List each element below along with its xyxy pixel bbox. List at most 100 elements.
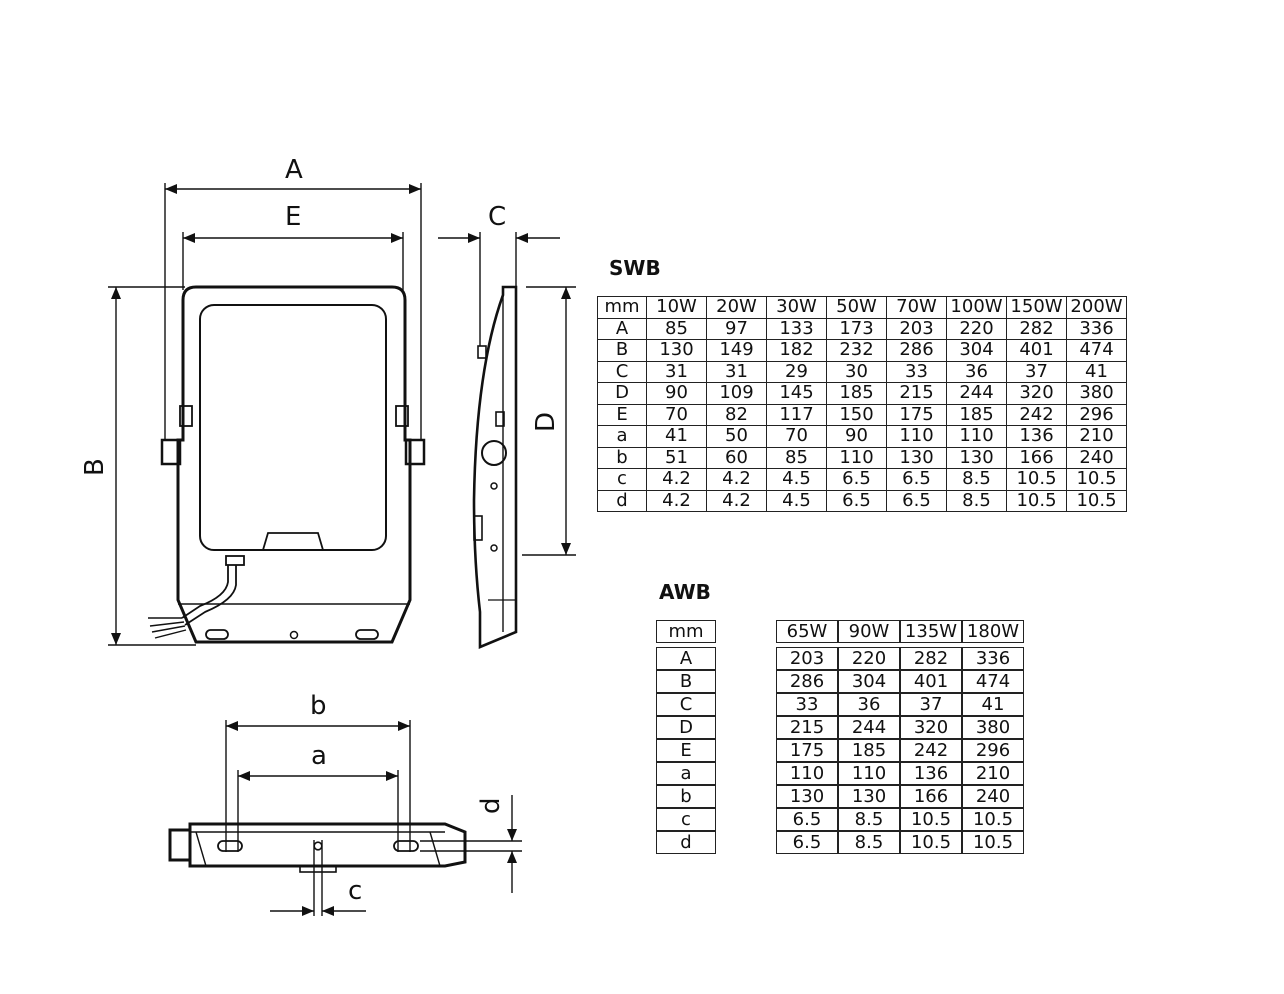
awb-row-label: E <box>656 739 716 762</box>
swb-value-cell: 244 <box>946 382 1007 405</box>
dim-label-C: C <box>488 202 506 232</box>
swb-value-cell: 4.2 <box>646 468 707 491</box>
swb-value-cell: 90 <box>646 382 707 405</box>
awb-value-cell: 242 <box>900 739 962 762</box>
awb-row-label: C <box>656 693 716 716</box>
right-clip <box>395 405 409 427</box>
swb-value-cell: 130 <box>946 446 1007 469</box>
bracket-hole <box>289 630 299 640</box>
swb-value-cell: 133 <box>766 317 827 340</box>
swb-value-cell: 4.2 <box>706 489 767 512</box>
swb-value-cell: 117 <box>766 403 827 426</box>
side-pivot <box>481 440 507 466</box>
awb-header-cell: 65W <box>776 620 838 643</box>
awb-value-cell: 320 <box>900 716 962 739</box>
awb-value-cell: 304 <box>838 670 900 693</box>
awb-value-cell: 244 <box>838 716 900 739</box>
side-hole-2 <box>490 544 498 552</box>
cable <box>184 565 237 626</box>
swb-row-label: A <box>597 317 647 340</box>
awb-value-cell: 336 <box>962 647 1024 670</box>
side-clip-top <box>477 345 487 359</box>
swb-value-cell: 8.5 <box>946 468 1007 491</box>
dim-label-D: D <box>531 412 561 432</box>
swb-header-cell: 20W <box>706 296 767 319</box>
swb-value-cell: 149 <box>706 339 767 362</box>
swb-value-cell: 4.5 <box>766 468 827 491</box>
awb-value-cell: 130 <box>838 785 900 808</box>
bottom-slot-right <box>393 840 419 852</box>
cable-2 <box>181 565 229 619</box>
bottom-view <box>168 822 467 873</box>
awb-header-cell: 90W <box>838 620 900 643</box>
awb-value-cell: 286 <box>776 670 838 693</box>
swb-value-cell: 182 <box>766 339 827 362</box>
awb-row-label: D <box>656 716 716 739</box>
awb-header-cell: mm <box>656 620 716 643</box>
swb-value-cell: 474 <box>1066 339 1127 362</box>
swb-row-label: C <box>597 360 647 383</box>
swb-header-cell: 30W <box>766 296 827 319</box>
swb-row-label: E <box>597 403 647 426</box>
swb-value-cell: 4.2 <box>706 468 767 491</box>
dim-label-E: E <box>285 202 301 232</box>
swb-value-cell: 6.5 <box>826 468 887 491</box>
swb-value-cell: 37 <box>1006 360 1067 383</box>
awb-title: AWB <box>659 580 711 604</box>
swb-value-cell: 215 <box>886 382 947 405</box>
awb-value-cell: 41 <box>962 693 1024 716</box>
side-view <box>472 285 518 649</box>
awb-header-row: mm 65W 90W 135W 180W <box>656 620 1024 643</box>
bottom-left-tab <box>168 828 192 862</box>
dim-label-d: d <box>476 797 506 814</box>
swb-value-cell: 136 <box>1006 425 1067 448</box>
swb-row-label: B <box>597 339 647 362</box>
swb-row-label: D <box>597 382 647 405</box>
swb-value-cell: 70 <box>646 403 707 426</box>
awb-value-cell: 33 <box>776 693 838 716</box>
awb-value-cell: 110 <box>838 762 900 785</box>
swb-value-cell: 286 <box>886 339 947 362</box>
awb-value-cell: 6.5 <box>776 831 838 854</box>
swb-header-cell: 100W <box>946 296 1007 319</box>
swb-header-cell: mm <box>597 296 647 319</box>
swb-value-cell: 110 <box>946 425 1007 448</box>
bracket-slot-left <box>205 629 229 640</box>
awb-value-cell: 10.5 <box>900 831 962 854</box>
swb-value-cell: 380 <box>1066 382 1127 405</box>
side-clip-mid <box>495 411 505 427</box>
right-bracket-ear <box>404 438 426 466</box>
awb-value-cell: 185 <box>838 739 900 762</box>
awb-header-cell: 135W <box>900 620 962 643</box>
lens-tab <box>262 532 324 551</box>
swb-value-cell: 173 <box>826 317 887 340</box>
swb-value-cell: 41 <box>1066 360 1127 383</box>
swb-value-cell: 4.5 <box>766 489 827 512</box>
awb-value-cell: 474 <box>962 670 1024 693</box>
awb-value-cell: 240 <box>962 785 1024 808</box>
bottom-dimensions <box>225 720 522 916</box>
swb-value-cell: 240 <box>1066 446 1127 469</box>
front-lens <box>199 304 387 551</box>
awb-value-cell: 110 <box>776 762 838 785</box>
awb-value-cell: 296 <box>962 739 1024 762</box>
side-dimensions <box>438 232 576 556</box>
swb-value-cell: 296 <box>1066 403 1127 426</box>
front-dimensions <box>108 183 422 646</box>
swb-value-cell: 10.5 <box>1066 489 1127 512</box>
swb-value-cell: 8.5 <box>946 489 1007 512</box>
swb-row-label: d <box>597 489 647 512</box>
awb-value-cell: 136 <box>900 762 962 785</box>
awb-row-label: A <box>656 647 716 670</box>
swb-value-cell: 185 <box>826 382 887 405</box>
